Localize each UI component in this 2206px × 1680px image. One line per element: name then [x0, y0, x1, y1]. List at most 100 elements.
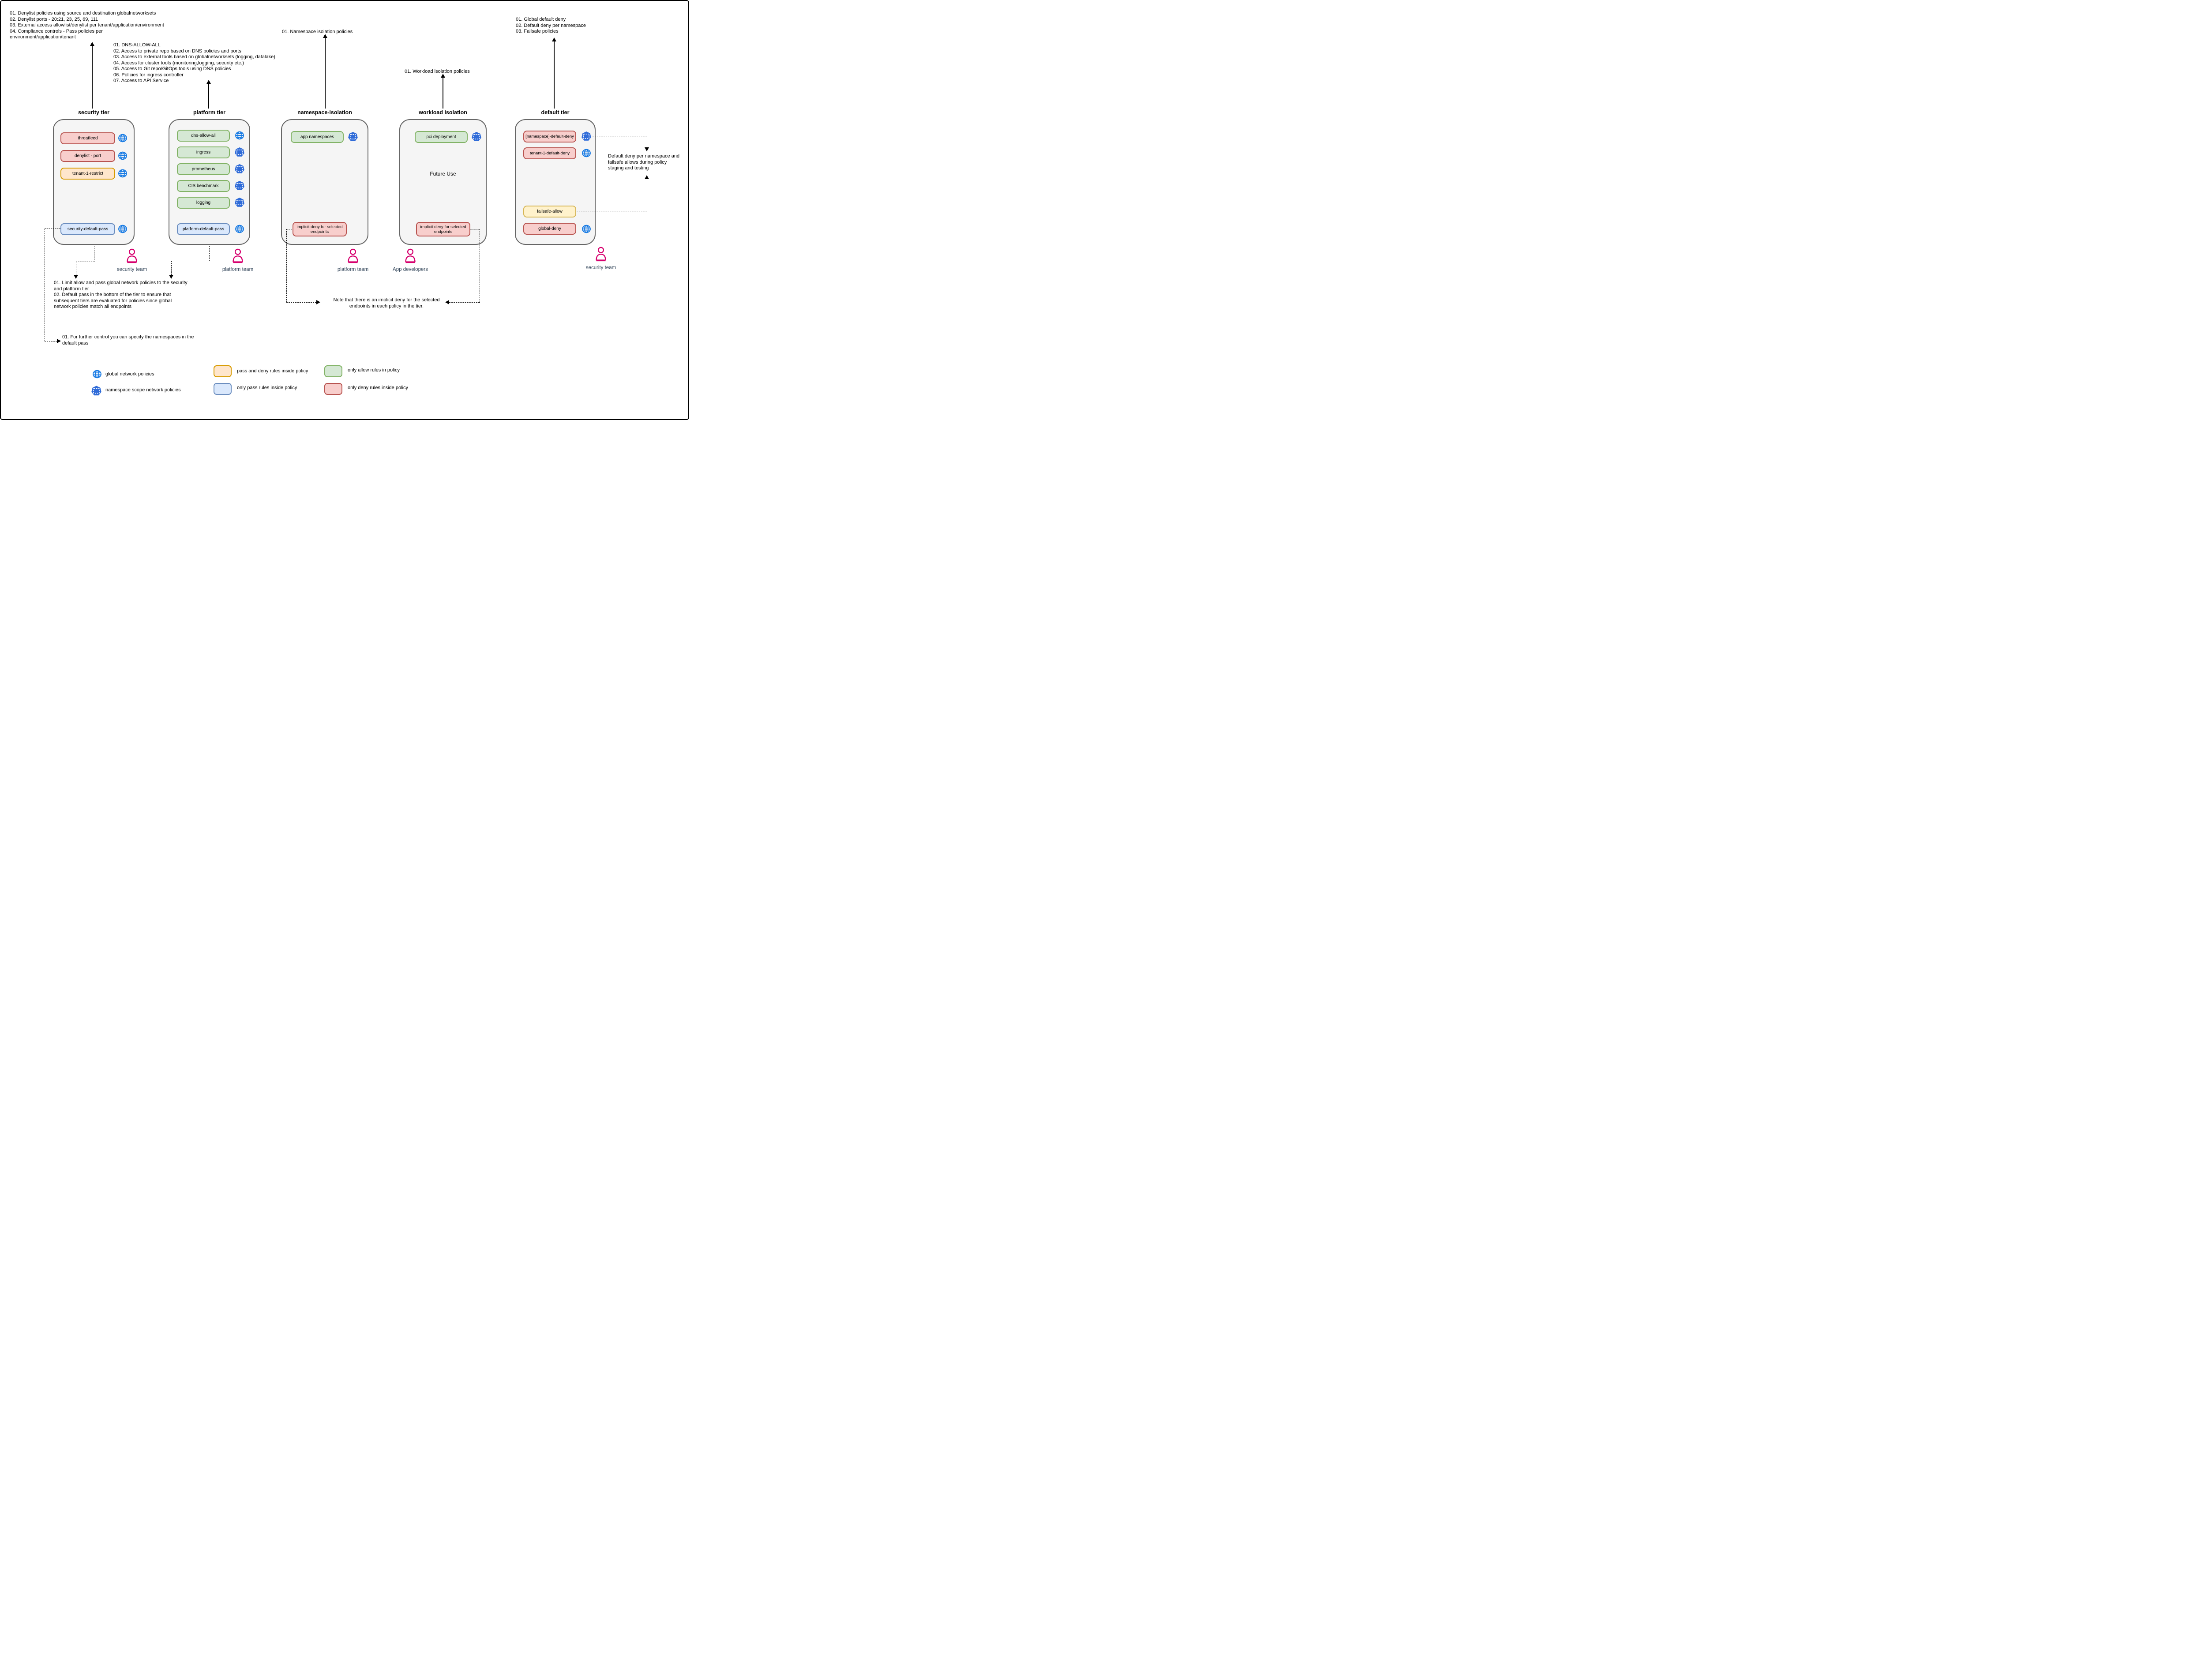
- namespace-policy-icon: [234, 180, 245, 191]
- note-line: 02. Denylist ports - 20:21, 23, 25, 69, …: [10, 16, 98, 22]
- globe-icon: [235, 224, 244, 234]
- person-icon: [594, 247, 608, 264]
- namespace-policy-icon: [348, 131, 358, 142]
- legend-swatch-allow: [324, 365, 342, 377]
- team-security-2: security team: [574, 246, 627, 270]
- workload-arrowhead-icon: [440, 74, 445, 78]
- security-tier-note: 01. Denylist policies using source and d…: [10, 11, 164, 41]
- tier-title-namespace-isolation: namespace-isolation: [297, 109, 352, 116]
- legend-label-pass: only pass rules inside policy: [237, 385, 297, 390]
- platform-arrowhead-icon: [206, 80, 211, 84]
- policy-global-deny: global-deny: [523, 223, 576, 235]
- policy-denylist-port: denylist - port: [60, 150, 115, 162]
- policy-implicit-deny-workload: implicit deny for selected endpoints: [416, 222, 470, 236]
- policy-prometheus: prometheus: [177, 163, 230, 175]
- note-line: 02. Default deny per namespace: [516, 22, 586, 28]
- namespace-policy-icon: [234, 197, 245, 208]
- globe-icon: [235, 131, 244, 140]
- connector: [209, 246, 210, 261]
- tiered-network-policy-diagram: 01. Denylist policies using source and d…: [0, 0, 689, 420]
- note-line: 03. Failsafe policies: [516, 29, 559, 34]
- team-platform-2: platform team: [326, 248, 379, 272]
- legend-label-deny: only deny rules inside policy: [348, 385, 408, 390]
- note-line: 01. Workload isolation policies: [405, 69, 470, 74]
- legend-swatch-deny: [324, 383, 342, 395]
- globe-icon: [118, 151, 128, 161]
- connector: [286, 302, 316, 303]
- default-arrow-line: [554, 41, 555, 109]
- policy-security-default-pass: security-default-pass: [60, 223, 115, 235]
- note-line: environment/application/tenant: [10, 34, 76, 40]
- note-line: Default deny per namespace and: [608, 154, 680, 159]
- note-line: 06. Policies for ingress controller: [113, 72, 184, 78]
- tier-title-default: default tier: [541, 109, 570, 116]
- namespace-arrow-line: [325, 37, 326, 109]
- team-label: App developers: [393, 267, 428, 272]
- staging-note: Default deny per namespace and failsafe …: [608, 154, 679, 172]
- legend-swatch-pass-deny: [214, 365, 232, 377]
- namespace-policy-icon: [581, 131, 592, 142]
- namespace-policy-icon: [234, 147, 245, 158]
- arrowhead-icon: [645, 175, 649, 179]
- note-line: endpoints in each policy in the tier.: [349, 303, 424, 309]
- implicit-deny-note: Note that there is an implicit deny for …: [328, 297, 445, 309]
- note-line: 02. Access to private repo based on DNS …: [113, 48, 241, 54]
- team-platform-1: platform team: [211, 248, 264, 272]
- policy-implicit-deny-namespace: implicit deny for selected endpoints: [293, 222, 347, 236]
- policy-failsafe-allow: failsafe-allow: [523, 206, 576, 218]
- security-arrow-line: [92, 45, 93, 109]
- security-arrowhead-icon: [90, 42, 94, 46]
- note-line: 01. Namespace isolation policies: [282, 29, 353, 34]
- arrowhead-icon: [74, 275, 78, 279]
- platform-tier-note: 01. DNS-ALLOW-ALL 02. Access to private …: [113, 42, 275, 84]
- namespace-arrowhead-icon: [323, 34, 327, 38]
- legend-label-pass-deny: pass and deny rules inside policy: [237, 368, 308, 374]
- tier-title-security: security tier: [78, 109, 109, 116]
- note-line: 03. External access allowlist/denylist p…: [10, 22, 164, 28]
- arrowhead-icon: [645, 147, 649, 151]
- globe-icon: [92, 369, 102, 379]
- note-line: 04. Access for cluster tools (monitoring…: [113, 60, 244, 66]
- connector: [171, 261, 172, 275]
- legend-label-allow: only allow rules in policy: [348, 368, 400, 373]
- note-line: and platform tier: [54, 286, 89, 292]
- tier-title-workload-isolation: workload isolation: [419, 109, 467, 116]
- default-arrowhead-icon: [552, 38, 556, 41]
- note-line: 04. Compliance controls - Pass policies …: [10, 28, 103, 34]
- team-label: security team: [116, 267, 147, 272]
- legend-swatch-pass: [214, 383, 232, 395]
- policy-cis-benchmark: CIS benchmark: [177, 180, 230, 192]
- namespace-policy-icon: [91, 385, 102, 397]
- globe-icon: [118, 224, 128, 234]
- workload-isolation-note: 01. Workload isolation policies: [405, 69, 470, 75]
- globe-icon: [118, 133, 128, 143]
- globe-icon: [582, 224, 591, 234]
- future-use-label: Future Use: [430, 171, 456, 177]
- policy-namespace-default-deny: [namespace]-default-deny: [523, 131, 576, 142]
- arrowhead-icon: [445, 300, 449, 304]
- platform-arrow-line: [208, 83, 209, 109]
- arrowhead-icon: [57, 339, 61, 343]
- note-line: 01. Denylist policies using source and d…: [10, 11, 156, 16]
- tier-title-platform: platform tier: [193, 109, 225, 116]
- further-control-note: 01. For further control you can specify …: [62, 334, 194, 346]
- person-icon: [404, 248, 417, 266]
- team-label: security team: [585, 265, 616, 270]
- namespace-isolation-note: 01. Namespace isolation policies: [282, 29, 353, 35]
- globe-icon: [582, 148, 591, 158]
- policy-tenant-1-default-deny: tenant-1-default-deny: [523, 147, 576, 159]
- note-line: 02. Default pass in the bottom of the ti…: [54, 292, 171, 297]
- note-line: default pass: [62, 340, 89, 346]
- note-line: failsafe allows during policy: [608, 159, 667, 165]
- arrowhead-icon: [169, 275, 173, 279]
- team-security-1: security team: [105, 248, 158, 272]
- policy-pci-deployment: pci deployment: [415, 131, 468, 143]
- note-line: Note that there is an implicit deny for …: [333, 297, 440, 303]
- note-line: 07. Access to API Service: [113, 78, 169, 83]
- team-label: platform team: [222, 267, 254, 272]
- note-line: 03. Access to external tools based on gl…: [113, 54, 275, 60]
- connector: [286, 229, 287, 303]
- note-line: staging and testing: [608, 165, 649, 171]
- note-line: subsequent tiers are evaluated for polic…: [54, 298, 172, 304]
- policy-dns-allow-all: dns-allow-all: [177, 130, 230, 142]
